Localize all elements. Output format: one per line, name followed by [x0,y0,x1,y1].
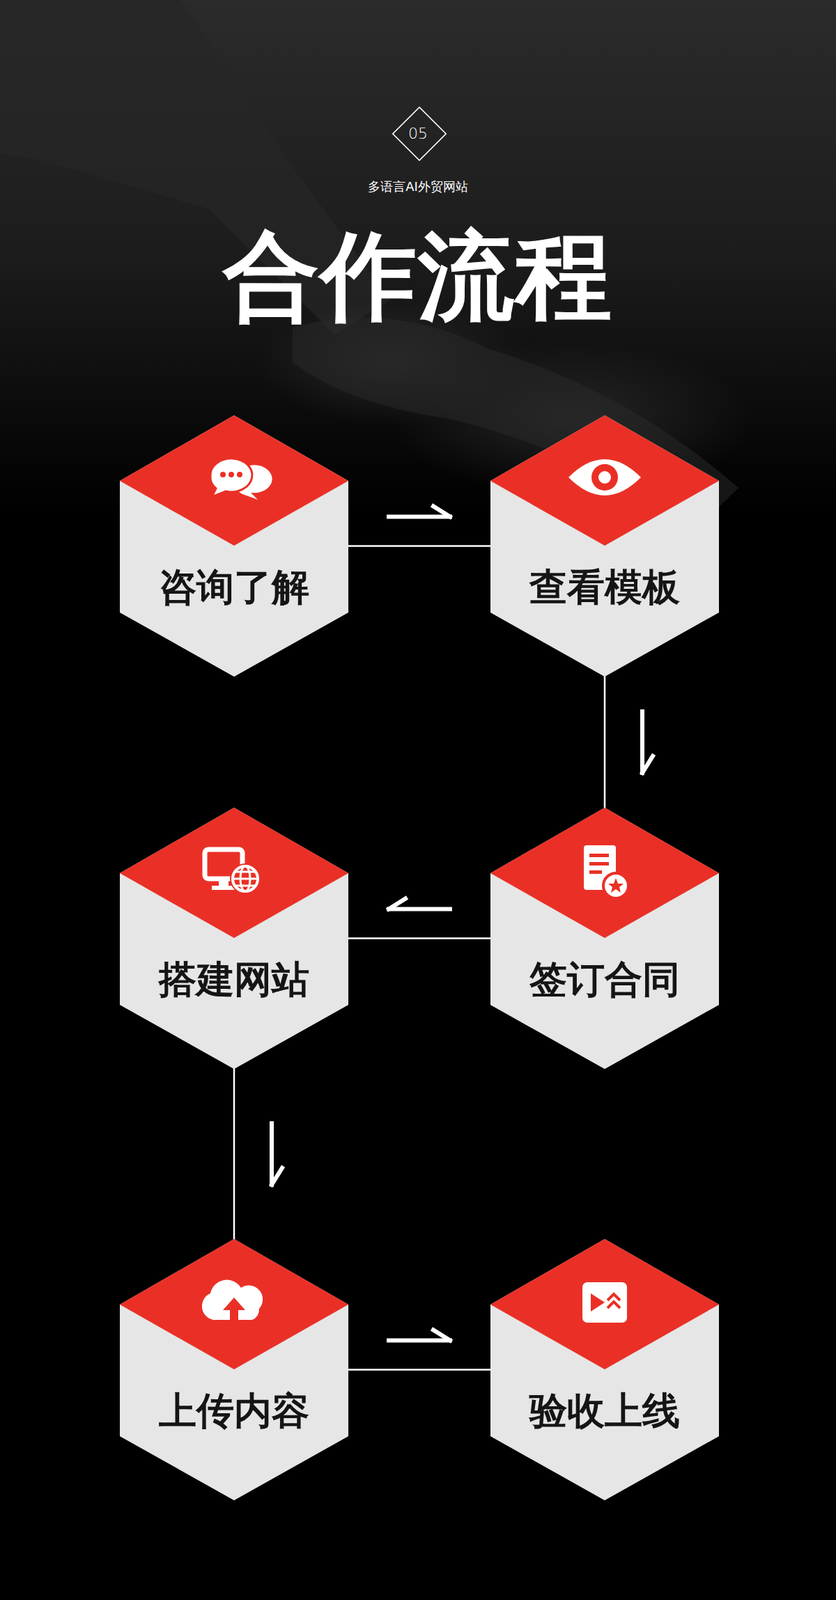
arrow-shaft [388,1338,451,1343]
hexagon-shape [119,807,349,1069]
arrow-shaft [269,1123,274,1185]
launch-icon [582,1281,627,1323]
hexagon-shape [119,1238,349,1500]
title-text: 合作流程 [222,220,614,333]
arrow-head [642,755,653,773]
connector-line [348,544,491,547]
process-hexagon: 咨询了解 [119,415,349,677]
node-label: 验收上线 [490,1386,719,1436]
node-label-text: 查看模板 [529,566,680,608]
website-icon [204,849,261,894]
hexagon-shape [490,415,719,677]
node-label: 咨询了解 [119,562,349,612]
node-label-text: 咨询了解 [158,566,310,608]
arrow-head [433,1329,451,1341]
node-label: 签订合同 [490,955,719,1004]
process-hexagon: 验收上线 [490,1238,719,1500]
flow-connector [348,898,491,939]
connector-line [233,1068,236,1239]
subtitle-text: 多语言AI外贸网站 [367,179,469,194]
node-label-text: 验收上线 [529,1389,680,1431]
node-label: 上传内容 [119,1386,349,1436]
number-badge [0,0,836,182]
flow-connector [348,506,491,547]
arrow-head [271,1167,283,1185]
hexagon-shape [119,415,349,677]
arrow-shaft [388,514,451,520]
arrow-head [388,898,406,910]
arrow-head [433,506,451,517]
process-hexagon: 上传内容 [119,1238,349,1500]
arrow-shaft [640,711,645,773]
contract-icon [583,845,629,899]
badge-number-text: 05 [408,124,428,143]
connector-line [348,1368,491,1371]
node-label-text: 签订合同 [529,958,680,1000]
flow-connector [604,676,653,808]
process-hexagon: 搭建网站 [119,807,349,1069]
connector-line [348,937,491,940]
connector-line [604,676,607,808]
node-label: 查看模板 [490,562,719,612]
node-label-text: 搭建网站 [158,958,310,1000]
arrow-shaft [388,907,451,912]
hexagon-shape [490,1238,719,1500]
title: 合作流程 [0,224,836,329]
node-label-text: 上传内容 [158,1389,310,1431]
flow-connector [348,1329,491,1370]
flow-connector [234,1068,283,1239]
badge-number: 05 [0,124,836,144]
subtitle: 多语言AI外贸网站 [0,177,836,196]
upload-icon [202,1279,263,1323]
eye-icon [568,459,641,496]
node-label: 搭建网站 [119,955,349,1004]
chat-icon [210,458,273,500]
process-hexagon: 查看模板 [490,415,719,677]
